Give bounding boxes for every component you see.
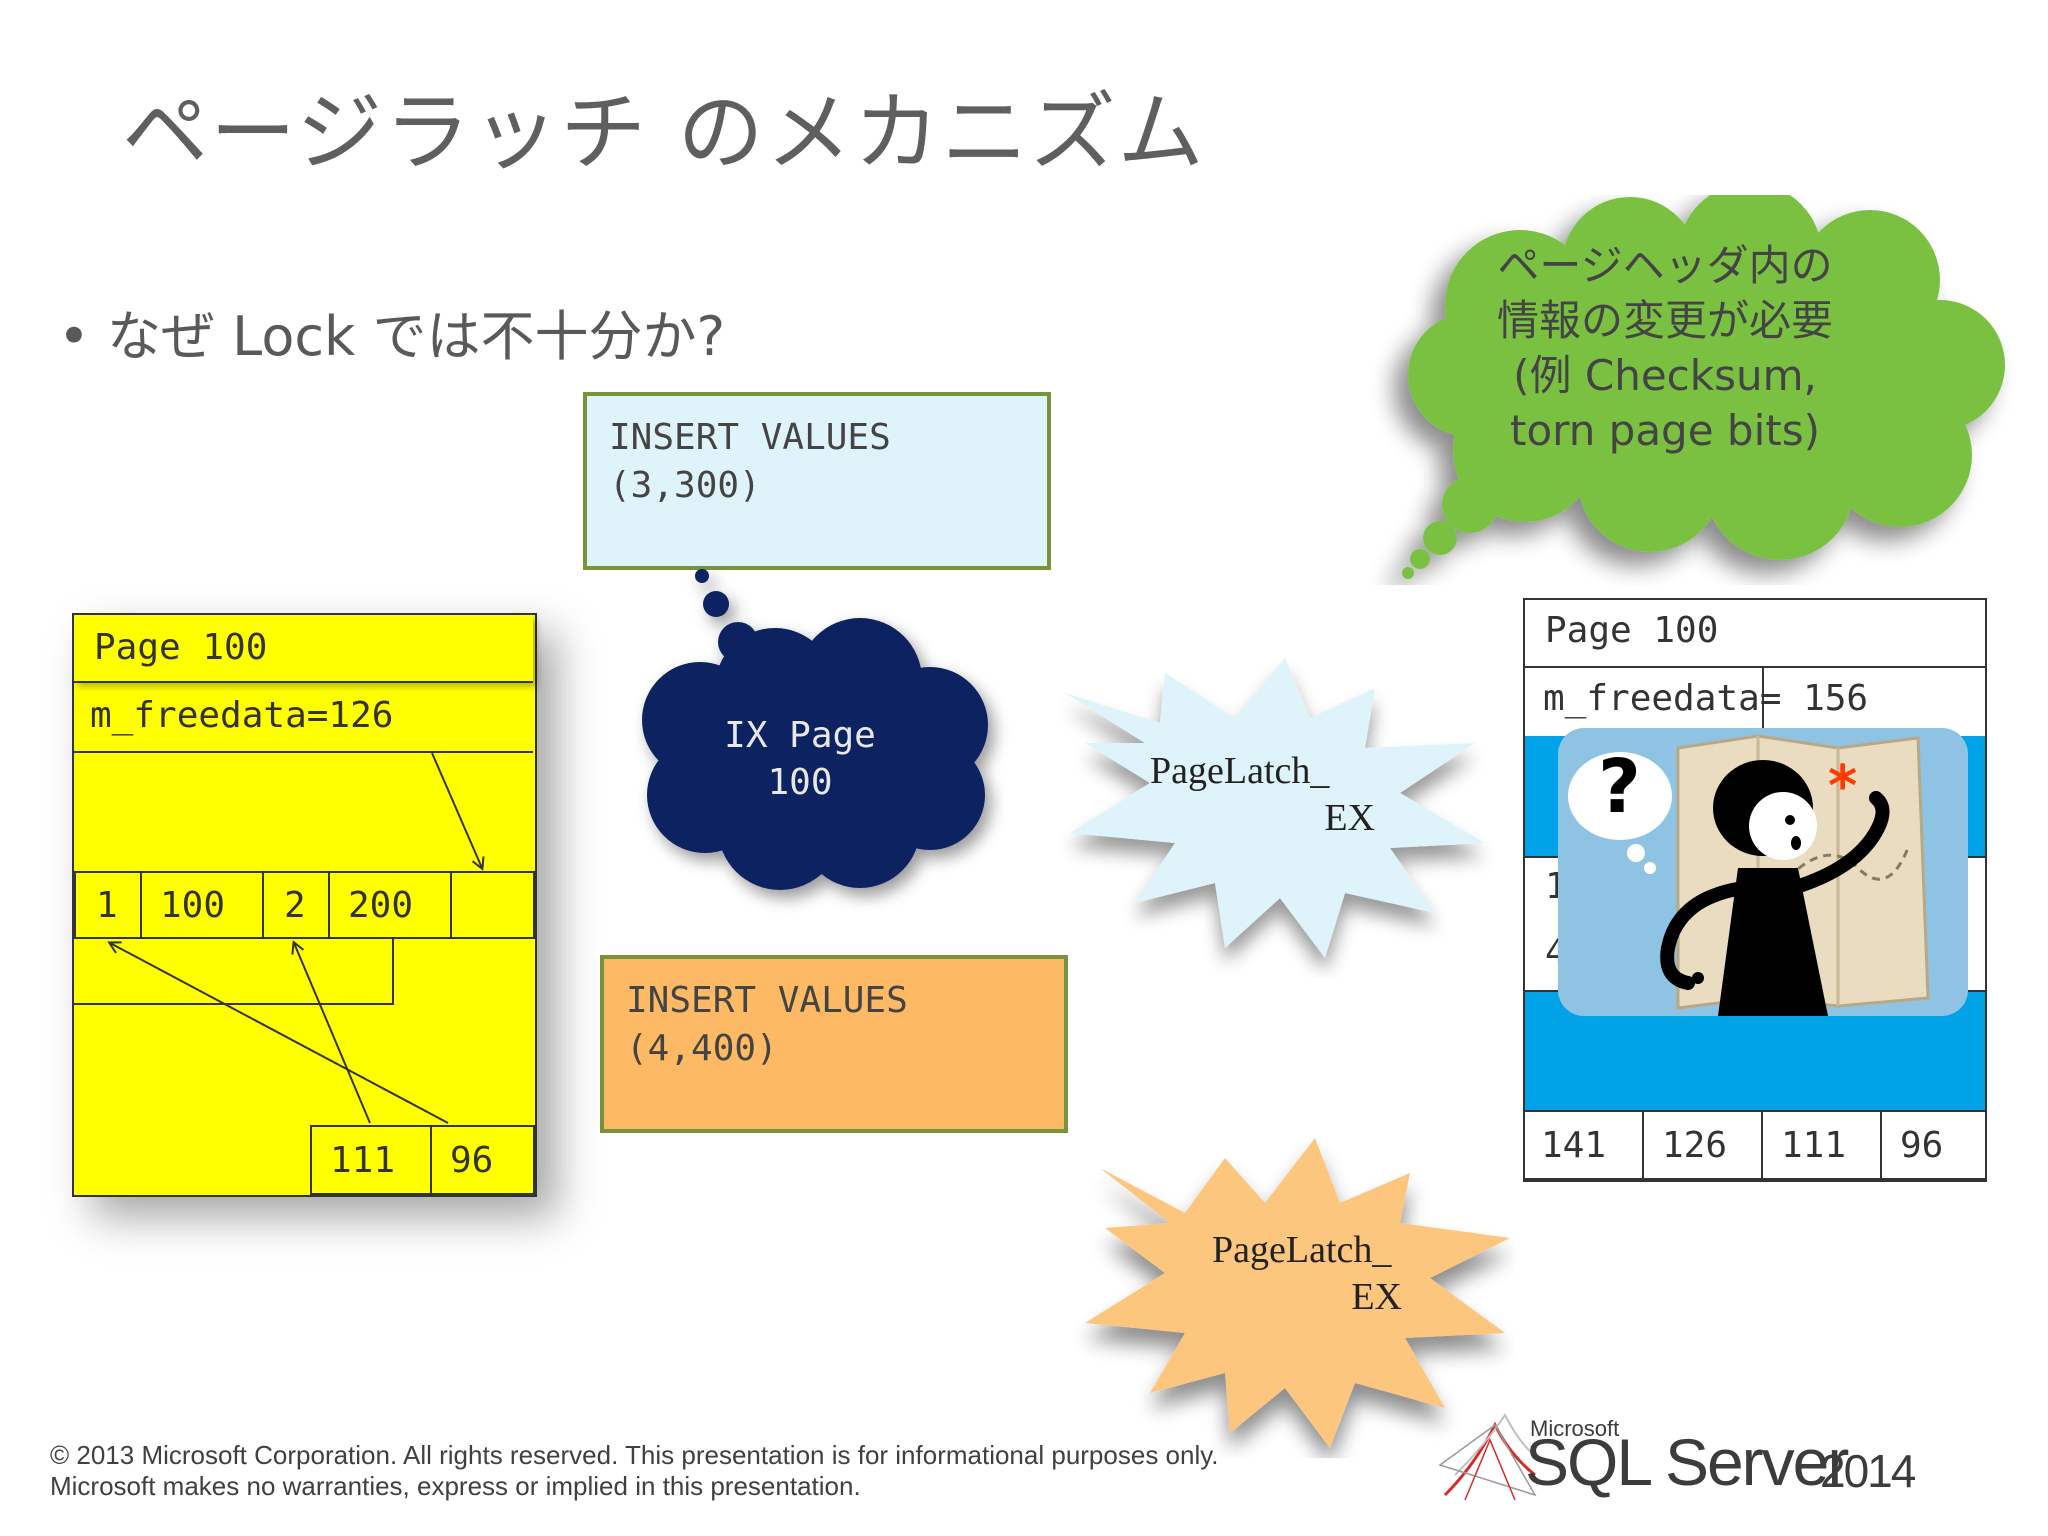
bullet-question: • なぜ Lock では不十分か?	[58, 305, 726, 368]
left-page-header	[74, 615, 533, 683]
thought-line-4: torn page bits)	[1510, 406, 1820, 455]
right-offset-141: 141	[1523, 1110, 1644, 1180]
pagelatch-burst-2	[1085, 1138, 1510, 1448]
insert-1-text: INSERT VALUES (3,300)	[609, 417, 891, 506]
logo-year-text: 2014	[1820, 1445, 1916, 1497]
pagelatch-1-line-2: EX	[1324, 797, 1375, 839]
thought-bubble-cloud	[1402, 195, 2005, 579]
footer-line-1: © 2013 Microsoft Corporation. All rights…	[50, 1440, 1219, 1470]
thought-line-3: (例 Checksum,	[1513, 351, 1817, 400]
left-page-freedata: m_freedata=126	[90, 695, 394, 736]
right-offset-126: 126	[1642, 1110, 1763, 1180]
pagelatch-1-text: PageLatch_ EX	[1150, 748, 1375, 842]
slide-title: ページラッチ のメカニズム	[122, 83, 1206, 183]
slot-cell-empty	[450, 871, 535, 939]
right-page-header-label: Page 100	[1545, 610, 1719, 651]
pagelatch-2-text: PageLatch_ EX	[1212, 1227, 1402, 1321]
right-page-freedata: m_freedata= 156	[1543, 678, 1869, 719]
question-mark-icon: ?	[1598, 744, 1641, 830]
footer-line-2: Microsoft makes no warranties, express o…	[50, 1471, 861, 1501]
thought-line-2: 情報の変更が必要	[1496, 296, 1833, 345]
thought-bubble-text: ページヘッダ内の 情報の変更が必要 (例 Checksum, torn page…	[1440, 238, 1890, 458]
insert-box-2: INSERT VALUES (4,400)	[600, 955, 1068, 1133]
freedata-arrow	[431, 752, 482, 868]
pagelatch-2-line-1: PageLatch_	[1212, 1229, 1392, 1271]
sql-server-logo-icon	[1438, 1413, 1541, 1501]
ix-line-2: 100	[767, 762, 833, 803]
right-offset-96: 96	[1880, 1110, 1985, 1180]
offset-96-arrow	[110, 943, 449, 1124]
right-offset-111: 111	[1761, 1110, 1882, 1180]
right-header-divider	[1525, 666, 1985, 668]
offset-cell-96: 96	[430, 1125, 535, 1195]
insert-2-text: INSERT VALUES (4,400)	[626, 980, 908, 1069]
pointer-arrows	[72, 752, 537, 1124]
map-x-mark-icon: *	[1828, 754, 1858, 819]
copyright-footer: © 2013 Microsoft Corporation. All rights…	[50, 1440, 1219, 1502]
ix-page-text: IX Page 100	[680, 712, 920, 806]
left-page-header-label: Page 100	[94, 627, 268, 668]
insert-box-1: INSERT VALUES (3,300)	[583, 392, 1051, 570]
freedata-cell-divider	[1762, 668, 1764, 736]
row-continuation	[72, 937, 394, 1005]
left-page-diagram: Page 100 m_freedata=126 1 100 2 200 111 …	[72, 613, 537, 1197]
ix-line-1: IX Page	[724, 715, 876, 756]
pagelatch-1-line-1: PageLatch_	[1150, 750, 1330, 792]
pagelatch-2-line-2: EX	[1351, 1276, 1402, 1318]
ix-page-cloud	[642, 569, 988, 890]
freedata-divider	[74, 751, 533, 753]
thought-line-1: ページヘッダ内の	[1497, 241, 1833, 290]
pagelatch-burst-1	[1065, 658, 1485, 958]
offset-cell-111: 111	[310, 1125, 432, 1195]
clipart-drawing	[1568, 734, 1930, 1016]
offset-111-arrow	[294, 943, 371, 1124]
logo-microsoft-text: Microsoft	[1530, 1416, 1620, 1441]
logo-sql-server-text: SQL Server	[1525, 1425, 1849, 1499]
confused-person-with-map-icon: ? *	[1558, 728, 1968, 1016]
